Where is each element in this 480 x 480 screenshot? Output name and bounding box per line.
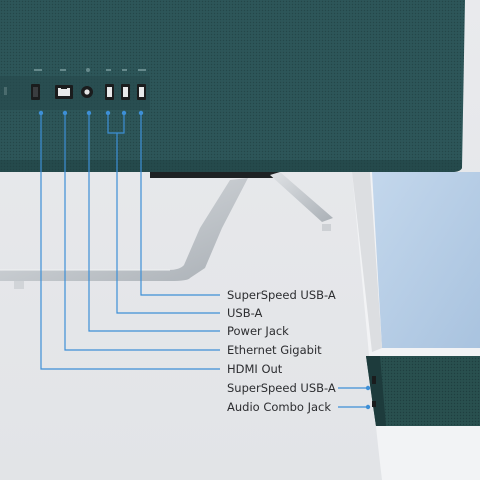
usb-a-leader: [116, 133, 220, 314]
side-monitor: [352, 172, 480, 480]
usb-a-port-icon: [105, 84, 114, 100]
ethernet-port-icon: [55, 85, 73, 99]
superspeed-usb-a-rear-label: SuperSpeed USB-A: [227, 288, 336, 302]
usb-a-port-icon: [121, 84, 130, 100]
rear-housing: [0, 0, 465, 172]
usb-a-leader: [107, 113, 125, 134]
power-jack-leader: [88, 113, 220, 332]
leader-dots: [38, 110, 371, 410]
monitor-stand: [0, 172, 333, 289]
power-jack-icon: [81, 86, 93, 98]
power-jack-label: Power Jack: [227, 324, 289, 338]
superspeed-usb-a-rear-leader: [140, 113, 220, 296]
leader-lines: [40, 113, 368, 408]
hdmi-port-icon: [31, 84, 40, 100]
audio-combo-jack-label: Audio Combo Jack: [227, 400, 332, 414]
hdmi-out-label: HDMI Out: [227, 362, 283, 376]
side-port-small-icon: [4, 87, 7, 95]
hdmi-out-leader: [40, 113, 220, 370]
superspeed-usb-a-port-icon: [137, 84, 146, 100]
ethernet-gigabit-label: Ethernet Gigabit: [227, 343, 322, 357]
usb-a-label: USB-A: [227, 306, 263, 320]
ethernet-gigabit-leader: [64, 113, 220, 351]
superspeed-usb-a-side-label: SuperSpeed USB-A: [227, 381, 336, 395]
